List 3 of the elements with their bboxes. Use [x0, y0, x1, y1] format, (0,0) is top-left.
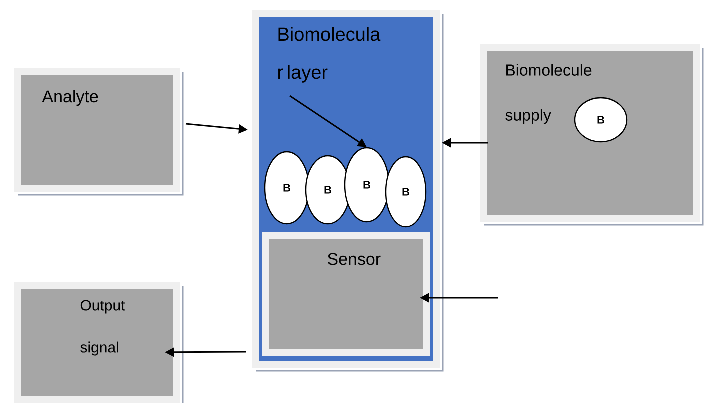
output-box: Output signal	[14, 282, 184, 403]
sensor-box: Sensor	[262, 232, 430, 356]
analyte-box: Analyte	[14, 68, 184, 196]
